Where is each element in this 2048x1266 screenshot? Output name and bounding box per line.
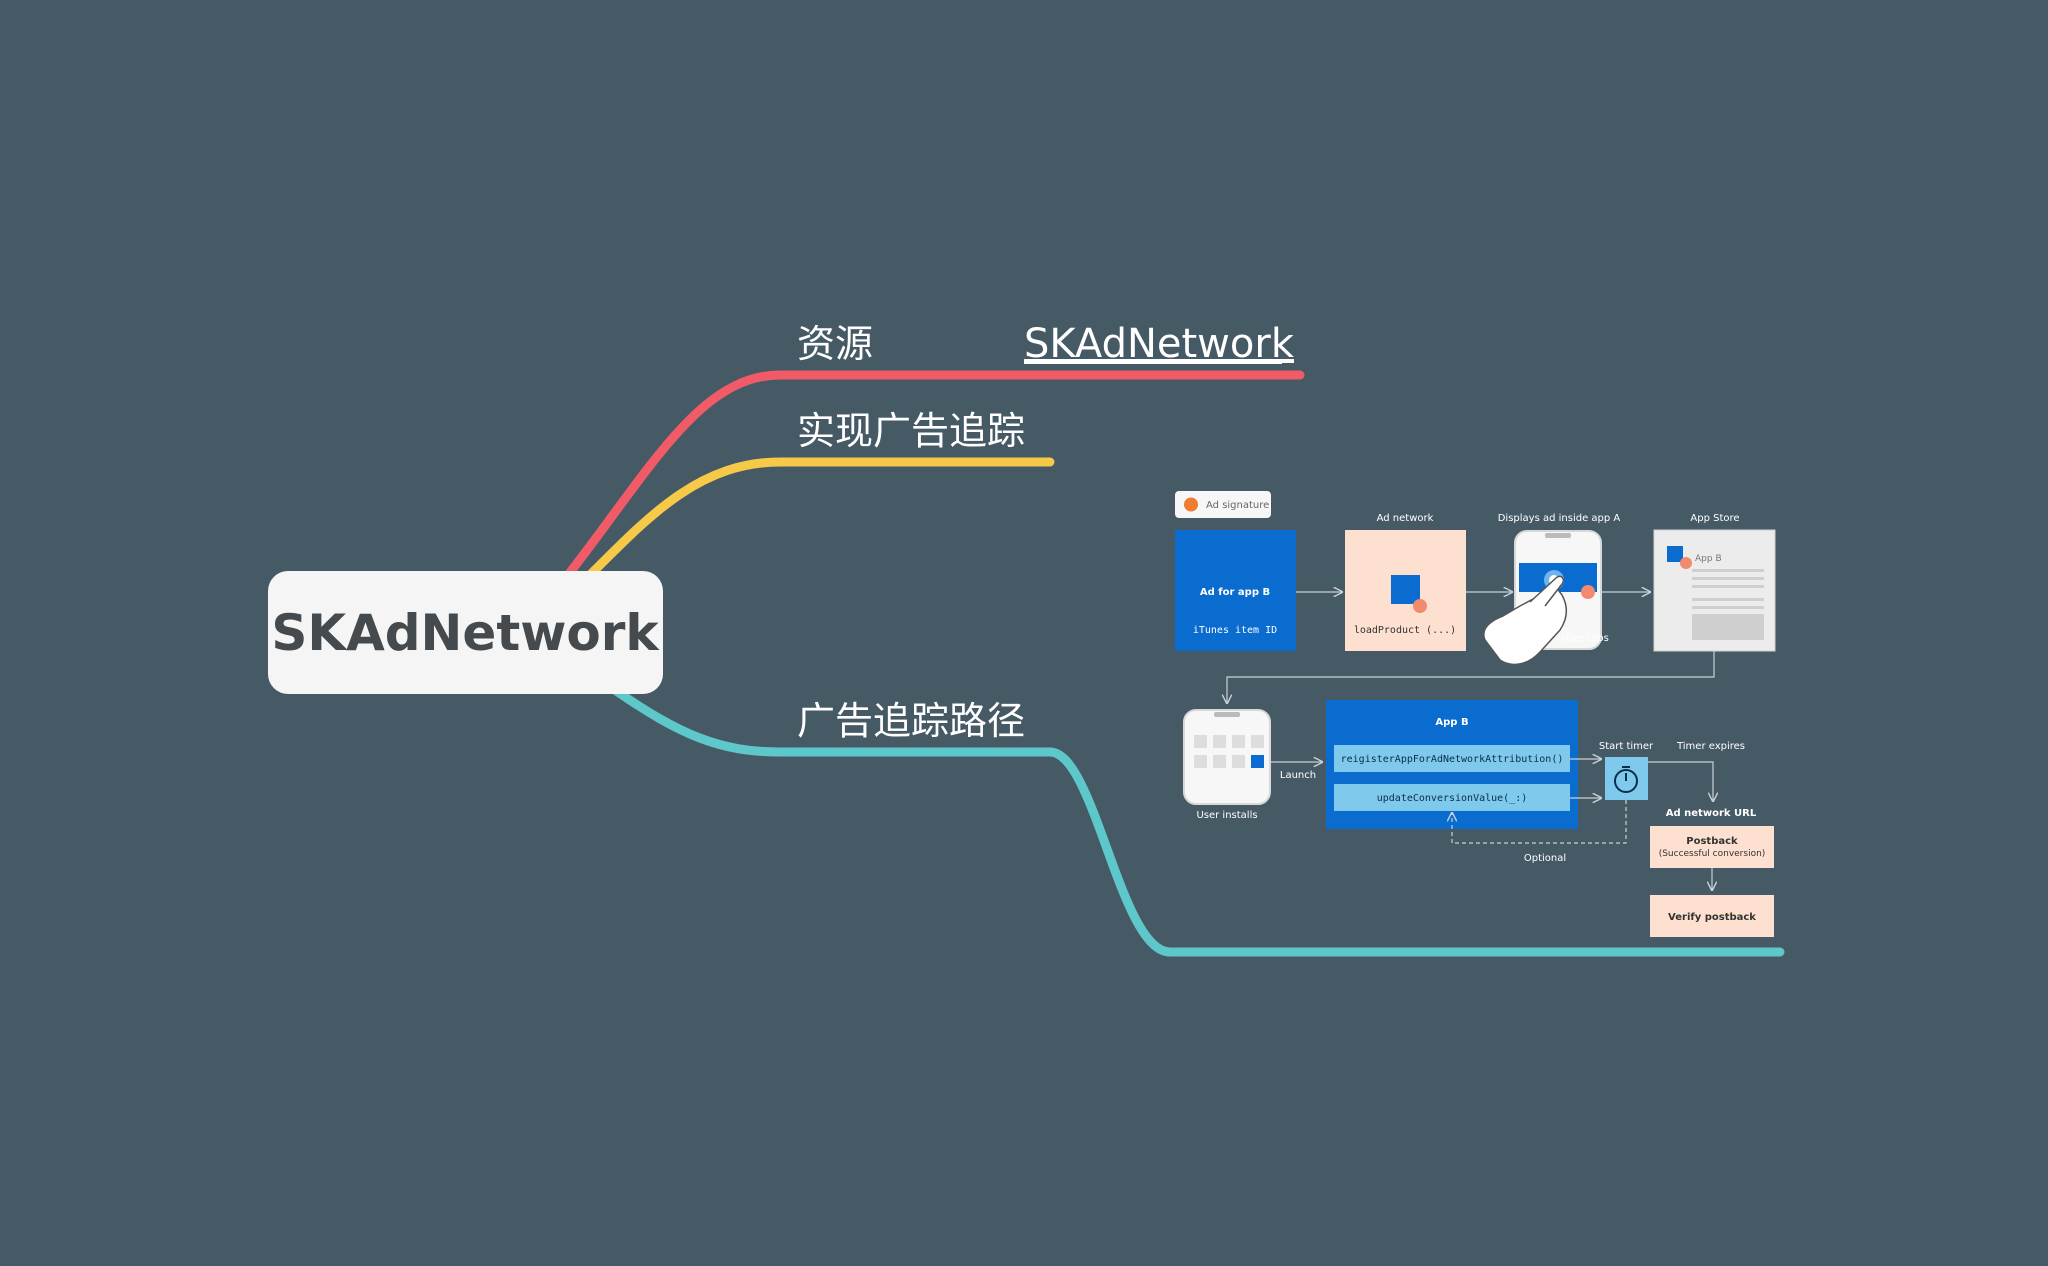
ad-signature-icon	[1184, 497, 1198, 512]
postback-subtitle: (Successful conversion)	[1659, 849, 1766, 859]
user-taps-label: User taps	[1561, 633, 1609, 644]
ad-network-heading: Ad network	[1377, 513, 1434, 524]
itunes-item-id-label: iTunes item ID	[1193, 625, 1277, 636]
tapping-hand-icon	[1483, 575, 1567, 666]
branch-line-ad-tracking-path	[610, 685, 1785, 957]
stopwatch-icon	[1614, 766, 1638, 793]
verify-postback-label: Verify postback	[1668, 912, 1756, 923]
register-call-label: reigisterAppForAdNetworkAttribution()	[1341, 754, 1564, 765]
branch-line-resources	[563, 370, 1305, 580]
register-call-box	[1334, 745, 1570, 772]
skadnetwork-flow-diagram: Ad signature Ad for app B iTunes item ID…	[1175, 491, 1776, 937]
user-installs-label: User installs	[1196, 810, 1257, 821]
ad-network-box: loadProduct (...)	[1345, 530, 1466, 651]
app-store-page: App B	[1653, 529, 1776, 652]
branch-label-resources[interactable]: 资源	[797, 322, 873, 366]
timer-box	[1605, 757, 1648, 800]
ad-signature-pill: Ad signature	[1175, 491, 1271, 518]
ad-for-app-b-label: Ad for app B	[1200, 587, 1270, 598]
app-b-title: App B	[1435, 717, 1468, 728]
ad-network-square-icon	[1391, 575, 1420, 604]
signature-dot-icon	[1413, 599, 1427, 613]
installed-app-b-icon	[1251, 755, 1264, 768]
optional-label: Optional	[1524, 853, 1566, 864]
update-call-label: updateConversionValue(_:)	[1377, 793, 1528, 804]
ad-signature-label: Ad signature	[1206, 500, 1269, 511]
ad-for-app-b-box: Ad for app B iTunes item ID	[1175, 530, 1296, 651]
load-product-label: loadProduct (...)	[1354, 625, 1456, 636]
start-timer-label: Start timer	[1599, 741, 1654, 752]
branch-line-ad-tracking-impl	[585, 457, 1055, 580]
timer-expires-label: Timer expires	[1676, 741, 1745, 752]
app-b-icon	[1667, 546, 1683, 562]
ad-network-url-label: Ad network URL	[1666, 808, 1757, 819]
branch-label-ad-tracking-impl[interactable]: 实现广告追踪	[797, 409, 1025, 453]
signature-dot-icon	[1581, 585, 1595, 599]
app-store-app-b-label: App B	[1695, 554, 1722, 564]
postback-box: Postback (Successful conversion)	[1650, 826, 1774, 868]
branch-label-ad-tracking-path[interactable]: 广告追踪路径	[797, 699, 1025, 743]
root-label: SKAdNetwork	[271, 604, 660, 662]
verify-postback-box: Verify postback	[1650, 895, 1774, 937]
mindmap-branches	[563, 370, 1785, 957]
launch-label: Launch	[1280, 770, 1316, 781]
update-call-box	[1334, 784, 1570, 811]
root-node[interactable]: SKAdNetwork	[268, 571, 663, 694]
displays-ad-heading: Displays ad inside app A	[1498, 513, 1621, 524]
app-store-heading: App Store	[1690, 513, 1739, 524]
resource-link[interactable]: SKAdNetwork	[1024, 321, 1295, 367]
postback-title: Postback	[1686, 836, 1738, 847]
phone-home-screen	[1183, 709, 1271, 805]
app-b-box: App B reigisterAppForAdNetworkAttributio…	[1326, 700, 1578, 829]
signature-dot-icon	[1680, 557, 1692, 569]
